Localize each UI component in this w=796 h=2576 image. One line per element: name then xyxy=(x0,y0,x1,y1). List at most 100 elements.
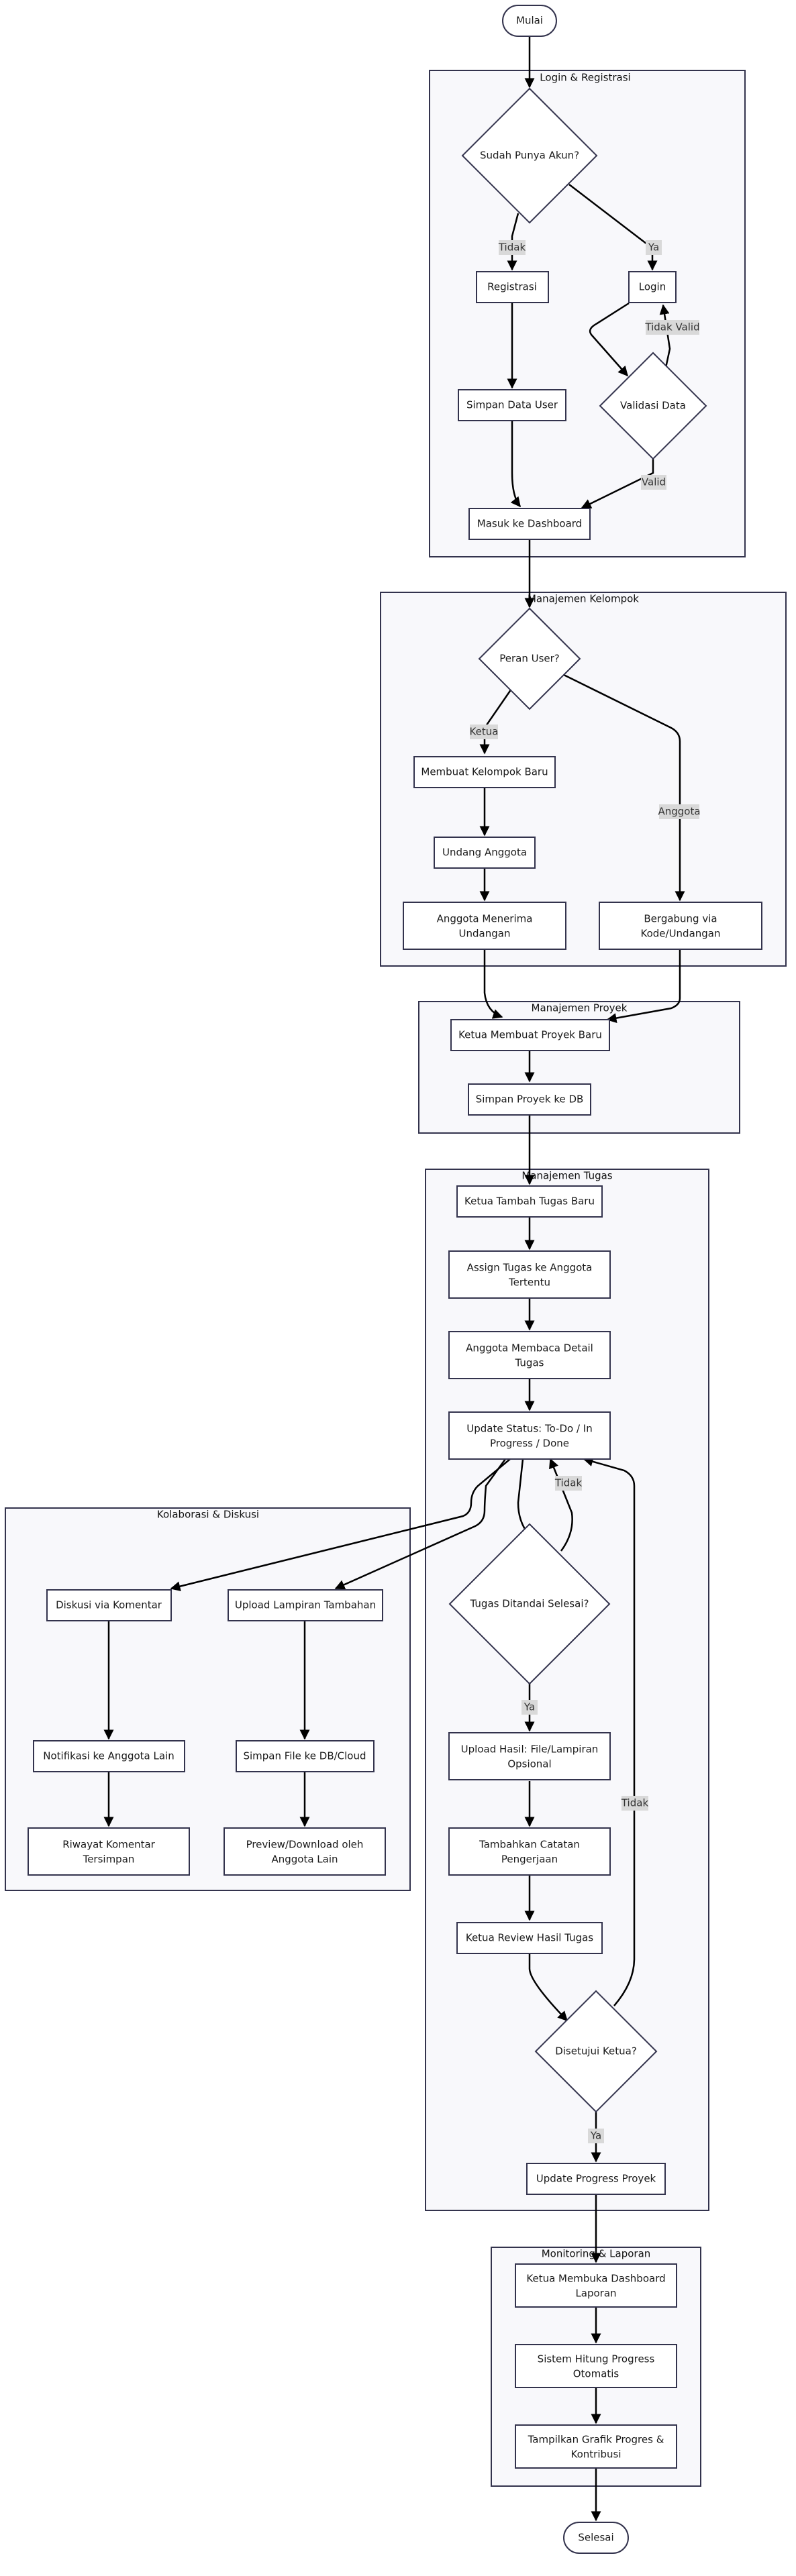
svg-text:Otomatis: Otomatis xyxy=(573,2368,619,2380)
svg-text:Notifikasi ke Anggota Lain: Notifikasi ke Anggota Lain xyxy=(43,1750,174,1762)
node-ketua-membuka-dashboard[interactable]: Ketua Membuka Dashboard Laporan xyxy=(515,2263,677,2308)
svg-text:Ketua Membuka Dashboard: Ketua Membuka Dashboard xyxy=(526,2273,665,2285)
decision-peran-user[interactable]: Peran User? xyxy=(478,607,581,710)
edge-review-disetujui xyxy=(528,1953,568,2022)
node-ketua-review[interactable]: Ketua Review Hasil Tugas xyxy=(456,1922,603,1954)
node-upload-hasil[interactable]: Upload Hasil: File/Lampiran Opsional xyxy=(448,1732,611,1780)
decision-disetujui-ketua[interactable]: Disetujui Ketua? xyxy=(534,1990,658,2113)
edge-peran-anggota xyxy=(562,673,685,902)
edge-menerima-proyek xyxy=(483,949,503,1019)
edge-label-ya-akun: Ya xyxy=(646,240,662,255)
svg-text:Upload Hasil: File/Lampiran: Upload Hasil: File/Lampiran xyxy=(461,1743,599,1756)
svg-text:Undangan: Undangan xyxy=(459,928,511,940)
node-diskusi-komentar[interactable]: Diskusi via Komentar xyxy=(46,1589,172,1621)
node-sistem-hitung-progress[interactable]: Sistem Hitung Progress Otomatis xyxy=(515,2344,677,2388)
svg-text:Anggota Menerima: Anggota Menerima xyxy=(437,913,533,925)
svg-text:Kontribusi: Kontribusi xyxy=(571,2449,621,2461)
edge-disetujui-tidak xyxy=(583,1456,636,2006)
svg-text:Pengerjaan: Pengerjaan xyxy=(501,1854,558,1866)
node-ketua-membuat-proyek[interactable]: Ketua Membuat Proyek Baru xyxy=(450,1019,610,1051)
start-node[interactable]: Mulai xyxy=(502,5,557,37)
decision-sudah-punya-akun[interactable]: Sudah Punya Akun? xyxy=(461,87,598,224)
decision-validasi-data[interactable]: Validasi Data xyxy=(599,352,707,460)
svg-text:Masuk ke Dashboard: Masuk ke Dashboard xyxy=(477,518,582,530)
svg-text:Laporan: Laporan xyxy=(575,2288,616,2300)
edge-label-tidak-akun: Tidak xyxy=(498,240,526,255)
node-anggota-menerima-undangan[interactable]: Anggota Menerima Undangan xyxy=(403,902,566,950)
svg-text:Bergabung via: Bergabung via xyxy=(644,913,717,925)
svg-text:Ketua Membuat Proyek Baru: Ketua Membuat Proyek Baru xyxy=(458,1029,602,1041)
edge-bergabung-proyek xyxy=(606,949,681,1024)
svg-text:Update Progress Proyek: Update Progress Proyek xyxy=(536,2173,656,2185)
svg-text:Simpan File ke DB/Cloud: Simpan File ke DB/Cloud xyxy=(243,1750,366,1762)
node-membuat-kelompok-baru[interactable]: Membuat Kelompok Baru xyxy=(413,756,556,788)
svg-text:Assign Tugas ke Anggota: Assign Tugas ke Anggota xyxy=(467,1262,593,1274)
svg-text:Simpan Proyek ke DB: Simpan Proyek ke DB xyxy=(476,1093,584,1106)
svg-text:Anggota: Anggota xyxy=(658,806,700,818)
svg-text:Progress / Done: Progress / Done xyxy=(490,1438,569,1450)
node-simpan-file[interactable]: Simpan File ke DB/Cloud xyxy=(236,1740,375,1772)
svg-text:Diskusi via Komentar: Diskusi via Komentar xyxy=(56,1599,162,1611)
svg-text:Tampilkan Grafik Progres &: Tampilkan Grafik Progres & xyxy=(528,2434,664,2446)
node-masuk-dashboard[interactable]: Masuk ke Dashboard xyxy=(468,508,591,540)
edge-validasi-dashboard xyxy=(581,456,654,509)
node-assign-tugas[interactable]: Assign Tugas ke Anggota Tertentu xyxy=(448,1250,611,1299)
svg-text:Opsional: Opsional xyxy=(507,1758,551,1770)
node-notifikasi-anggota[interactable]: Notifikasi ke Anggota Lain xyxy=(33,1740,185,1772)
svg-text:Tersimpan: Tersimpan xyxy=(83,1854,135,1866)
svg-text:Anggota Lain: Anggota Lain xyxy=(271,1854,338,1866)
node-login[interactable]: Login xyxy=(628,271,677,303)
edge-selesai-tidak xyxy=(549,1458,573,1552)
svg-text:Anggota Membaca Detail: Anggota Membaca Detail xyxy=(466,1342,593,1354)
edge-akun-registrasi xyxy=(507,213,519,271)
edge-validasi-login xyxy=(659,304,671,368)
svg-text:Selesai: Selesai xyxy=(578,2532,613,2544)
svg-text:Tidak Valid: Tidak Valid xyxy=(644,321,699,333)
edge-update-lampiran xyxy=(334,1458,507,1590)
svg-text:Tidak: Tidak xyxy=(554,1477,583,1489)
svg-text:Ya: Ya xyxy=(524,1701,535,1713)
svg-text:Valid: Valid xyxy=(642,476,666,488)
node-upload-lampiran[interactable]: Upload Lampiran Tambahan xyxy=(228,1589,383,1621)
edge-label-valid: Valid xyxy=(641,475,666,490)
cluster-title-login: Login & Registrasi xyxy=(540,72,630,84)
node-tampilkan-grafik[interactable]: Tampilkan Grafik Progres & Kontribusi xyxy=(515,2424,677,2469)
node-anggota-membaca-detail[interactable]: Anggota Membaca Detail Tugas xyxy=(448,1331,611,1379)
node-tambahkan-catatan[interactable]: Tambahkan Catatan Pengerjaan xyxy=(448,1827,611,1876)
svg-text:Preview/Download oleh: Preview/Download oleh xyxy=(246,1839,364,1851)
svg-text:Upload Lampiran Tambahan: Upload Lampiran Tambahan xyxy=(235,1599,376,1611)
node-update-progress-proyek[interactable]: Update Progress Proyek xyxy=(526,2163,666,2195)
node-ketua-tambah-tugas[interactable]: Ketua Tambah Tugas Baru xyxy=(456,1185,603,1218)
node-undang-anggota[interactable]: Undang Anggota xyxy=(434,837,536,869)
node-riwayat-komentar[interactable]: Riwayat Komentar Tersimpan xyxy=(28,1827,190,1876)
svg-text:Sudah Punya Akun?: Sudah Punya Akun? xyxy=(480,150,579,162)
edge-label-ya-selesai: Ya xyxy=(521,1700,538,1715)
svg-text:Sistem Hitung Progress: Sistem Hitung Progress xyxy=(538,2353,655,2365)
svg-text:Ya: Ya xyxy=(590,2130,601,2142)
svg-text:Ketua Tambah Tugas Baru: Ketua Tambah Tugas Baru xyxy=(464,1195,595,1208)
svg-text:Validasi Data: Validasi Data xyxy=(620,400,686,412)
svg-text:Ketua Review Hasil Tugas: Ketua Review Hasil Tugas xyxy=(466,1932,593,1944)
edge-label-ketua: Ketua xyxy=(470,724,498,739)
edge-login-validasi xyxy=(589,302,630,377)
node-registrasi[interactable]: Registrasi xyxy=(476,271,549,303)
svg-text:Membuat Kelompok Baru: Membuat Kelompok Baru xyxy=(421,766,548,778)
svg-text:Registrasi: Registrasi xyxy=(487,281,537,293)
svg-text:Undang Anggota: Undang Anggota xyxy=(442,847,527,859)
node-preview-download[interactable]: Preview/Download oleh Anggota Lain xyxy=(223,1827,386,1876)
svg-text:Disetujui Ketua?: Disetujui Ketua? xyxy=(555,2045,637,2057)
node-update-status[interactable]: Update Status: To-Do / In Progress / Don… xyxy=(448,1411,611,1460)
node-simpan-proyek-db[interactable]: Simpan Proyek ke DB xyxy=(468,1083,591,1116)
svg-text:Login: Login xyxy=(639,281,666,293)
svg-text:Update Status: To-Do / In: Update Status: To-Do / In xyxy=(466,1423,592,1435)
node-bergabung-via-kode[interactable]: Bergabung via Kode/Undangan xyxy=(599,902,762,950)
end-node[interactable]: Selesai xyxy=(563,2522,629,2554)
svg-text:Ya: Ya xyxy=(648,241,659,254)
cluster-title-tugas: Manajemen Tugas xyxy=(521,1170,612,1182)
node-simpan-data-user[interactable]: Simpan Data User xyxy=(458,389,566,421)
svg-text:Tidak: Tidak xyxy=(498,241,526,254)
svg-text:Peran User?: Peran User? xyxy=(499,653,560,665)
decision-tugas-ditandai-selesai[interactable]: Tugas Ditandai Selesai? xyxy=(448,1523,611,1685)
edge-simpan-dashboard xyxy=(510,421,521,508)
